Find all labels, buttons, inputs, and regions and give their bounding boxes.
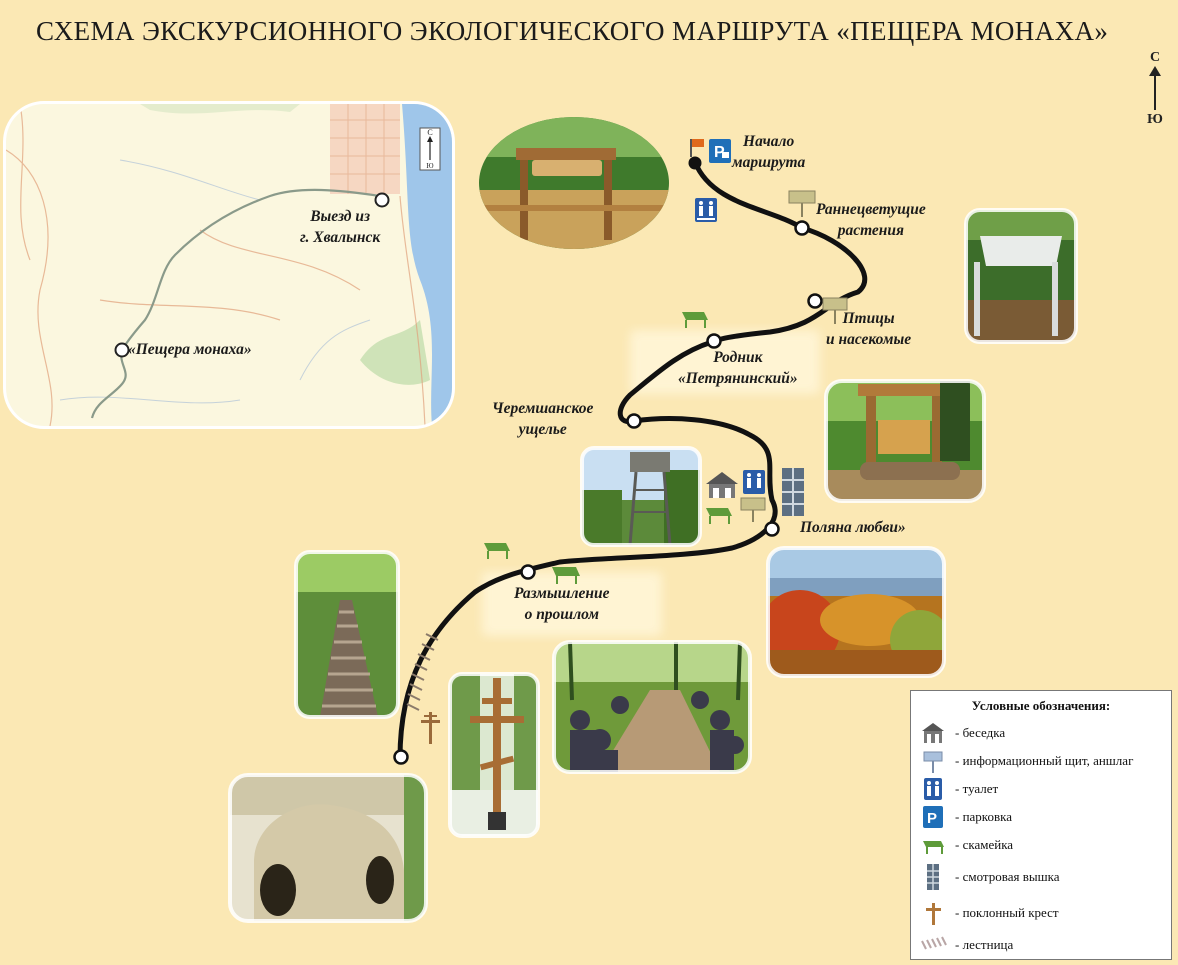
legend-item-bench: - скамейка [919, 831, 1013, 859]
label-birds: Птицы и насекомые [826, 309, 911, 351]
legend-title: Условные обозначения: [971, 698, 1111, 713]
route-stop-markers [393, 156, 823, 765]
label-spring: Родник «Петрянинский» [678, 348, 798, 390]
inset-start-label-line1: Выезд из [310, 208, 371, 225]
inset-compass-south: Ю [426, 162, 433, 170]
route-line [397, 159, 868, 761]
label-start-line1: Начало [743, 133, 795, 150]
photo-cross [450, 674, 538, 836]
compass-south: Ю [1147, 112, 1163, 127]
label-early-plants-line2: растения [837, 221, 905, 239]
compass-north: С [1149, 50, 1161, 65]
toilet-icon-2 [743, 470, 765, 494]
watchtower-icon [782, 468, 804, 516]
legend: Условные обозначения: - беседка - информ… [910, 690, 1172, 960]
label-gorge-line1: Черемшанское [492, 400, 594, 417]
legend-item-gazebo: - беседка [919, 719, 1005, 747]
legend-label-parking: - парковка [955, 809, 1012, 824]
gazebo-icon [922, 723, 944, 743]
photo-stairs [296, 552, 398, 717]
inset-start-label-line2: г. Хвалынск [300, 228, 381, 246]
label-early-plants-line1: Раннецветущие [816, 201, 926, 218]
legend-item-info-board: - информационный щит, аншлаг [919, 747, 1133, 775]
legend-label-gazebo: - беседка [955, 725, 1006, 740]
parking-icon: P [923, 806, 943, 828]
label-reflection-line2: о прошлом [524, 605, 599, 623]
label-birds-line2: и насекомые [826, 330, 912, 348]
label-gorge: Черемшанское ущелье [492, 399, 593, 441]
legend-item-parking: P - парковка [919, 803, 1012, 831]
svg-text:P: P [714, 144, 725, 161]
inset-start-label: Выезд из г. Хвалынск [300, 207, 380, 249]
legend-item-watchtower: - смотровая вышка [919, 863, 1059, 891]
label-halos [482, 330, 820, 636]
legend-item-cross: - поклонный крест [919, 899, 1059, 927]
inset-cave-label: «Пещера монаха» [128, 341, 252, 358]
photo-group [554, 642, 750, 772]
inset-cave-marker [114, 342, 130, 358]
label-reflection: Размышление о прошлом [514, 584, 610, 626]
legend-item-toilet: - туалет [919, 775, 998, 803]
map-title: СХЕМА ЭКСКУРСИОННОГО ЭКОЛОГИЧЕСКОГО МАРШ… [36, 16, 1109, 46]
photo-frames [228, 208, 1078, 923]
label-start-line2: маршрута [732, 153, 806, 171]
label-gorge-line2: ущелье [518, 420, 567, 438]
inset-locator-map [3, 101, 455, 429]
toilet-icon [695, 198, 717, 222]
photo-info-board [966, 210, 1076, 342]
volga-river [402, 104, 452, 426]
label-reflection-line1: Размышление [514, 585, 610, 602]
photo-watchtower [582, 448, 700, 545]
compass-arrow-icon [1144, 66, 1166, 112]
label-early-plants: Раннецветущие растения [816, 200, 926, 242]
legend-label-stairs: - лестница [955, 937, 1014, 952]
parking-icon: P [709, 139, 731, 163]
stairs-marker [406, 633, 439, 711]
svg-text:P: P [927, 810, 937, 827]
photo-gate [479, 117, 669, 249]
label-birds-line1: Птицы [842, 310, 895, 327]
info-board-icon [923, 751, 943, 773]
label-love-glade: Поляна любви» [800, 519, 906, 536]
legend-label-toilet: - туалет [955, 781, 999, 796]
gazebo-icon [706, 472, 738, 498]
info-board-icon [740, 190, 848, 522]
stairs-icon [921, 936, 947, 950]
cross-icon [421, 712, 440, 744]
legend-label-cross: - поклонный крест [955, 905, 1059, 920]
label-spring-line1: Родник [713, 349, 763, 366]
north-arrow: С Ю [1144, 50, 1166, 128]
photo-cave [230, 775, 426, 921]
legend-label-watchtower: - смотровая вышка [955, 869, 1060, 884]
inset-road [90, 188, 381, 419]
legend-label-bench: - скамейка [955, 837, 1014, 852]
bench-icon [484, 312, 732, 584]
cross-icon [926, 903, 941, 925]
label-start: Начало маршрута [732, 132, 805, 174]
label-spring-line2: «Петрянинский» [678, 369, 798, 387]
start-flag-icon [690, 139, 704, 157]
inset-start-marker [374, 192, 390, 208]
photo-spring [826, 381, 984, 501]
inset-compass-north: С [427, 128, 432, 137]
toilet-icon [924, 778, 942, 800]
bench-icon [923, 841, 944, 854]
photo-love-glade [768, 548, 944, 676]
legend-label-info-board: - информационный щит, аншлаг [955, 753, 1134, 768]
watchtower-icon [927, 864, 939, 890]
legend-item-stairs: - лестница [919, 931, 1013, 959]
